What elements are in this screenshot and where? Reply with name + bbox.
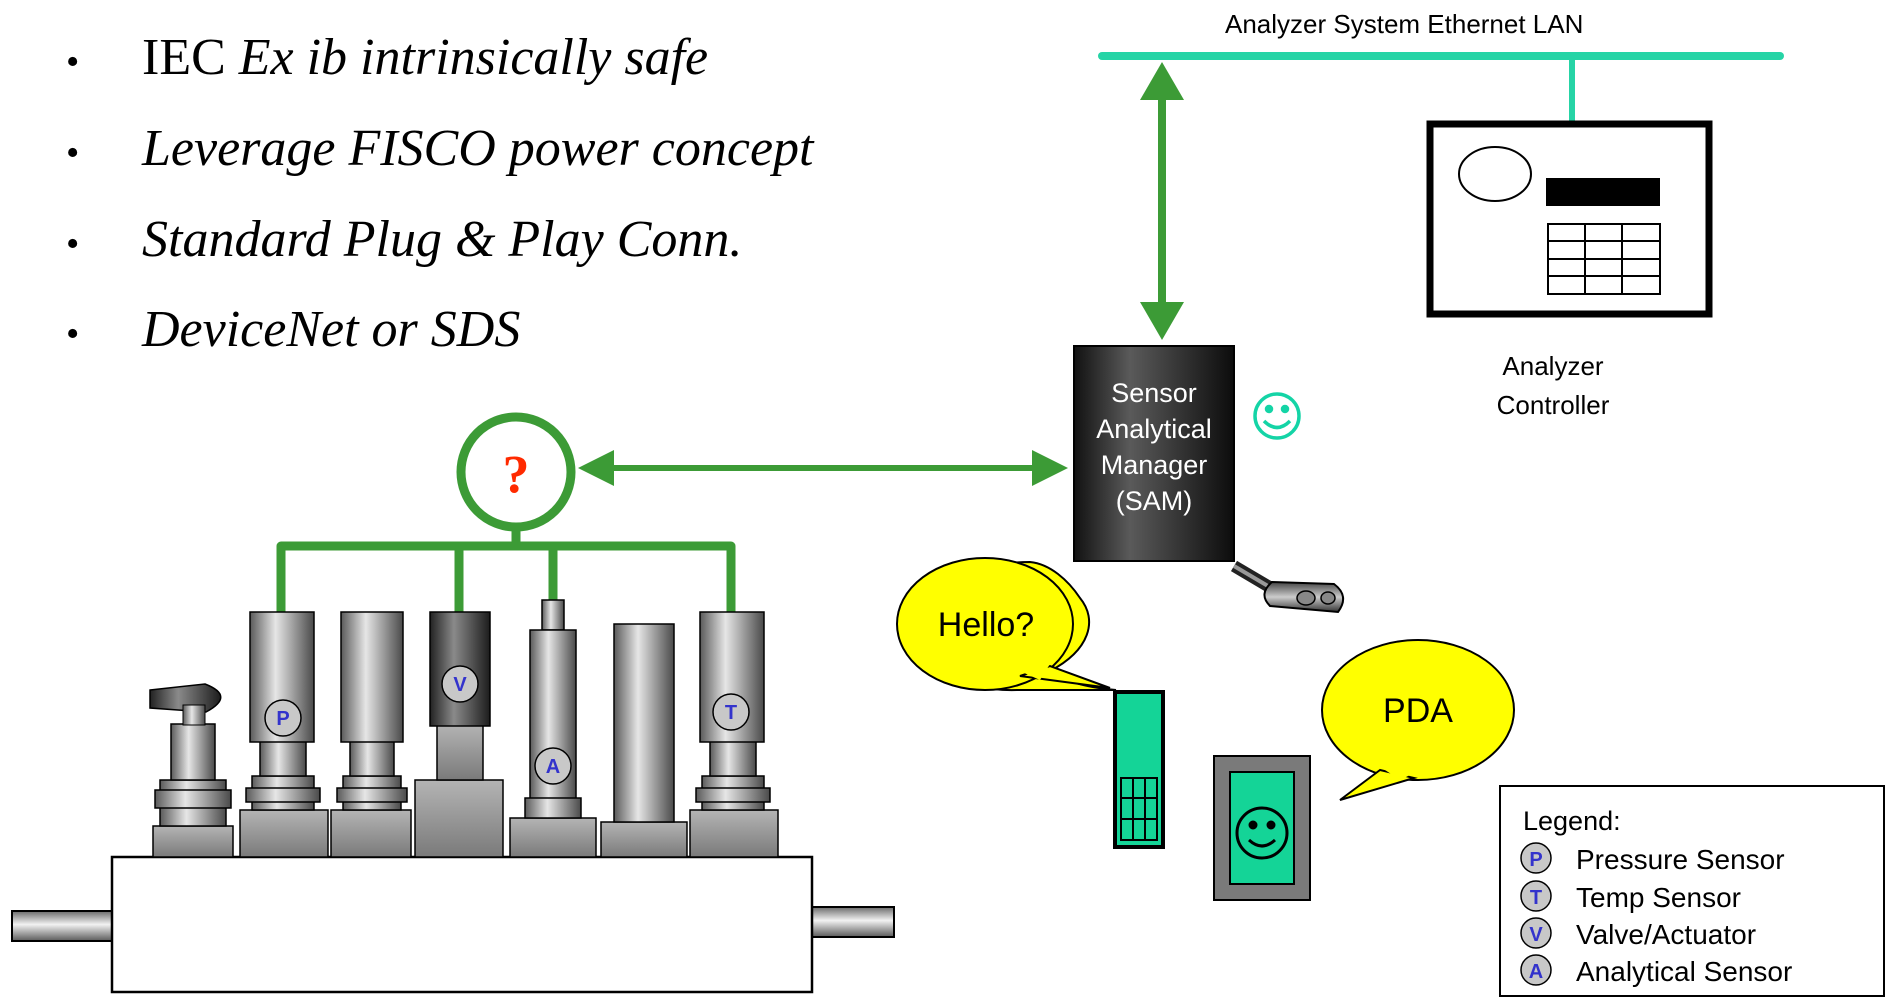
svg-text:V: V xyxy=(453,674,467,696)
bullet-item: • IEC Ex ib intrinsically safe xyxy=(66,29,708,86)
legend-item-label: Temp Sensor xyxy=(1576,882,1741,913)
sensor-bus xyxy=(276,528,736,612)
legend-item: T Temp Sensor xyxy=(1520,880,1741,913)
analytical-sensor xyxy=(524,599,582,819)
controller-display-circle xyxy=(1458,146,1532,202)
legend: Legend: P Pressure Sensor T Temp Sensor … xyxy=(1499,785,1885,997)
unknown-connection-node: ? xyxy=(456,412,576,532)
svg-text:•: • xyxy=(66,313,79,355)
legend-title: Legend: xyxy=(1523,806,1621,836)
svg-text:P: P xyxy=(1529,849,1542,871)
bullet-italic-text: DeviceNet or SDS xyxy=(141,301,520,358)
svg-text:A: A xyxy=(1529,961,1543,983)
legend-item: P Pressure Sensor xyxy=(1520,842,1785,875)
bullet-list: • IEC Ex ib intrinsically safe • Leverag… xyxy=(66,29,815,358)
inlet-pipe xyxy=(11,910,113,942)
temp-sensor-badge: T xyxy=(712,693,750,731)
hello-callout: Hello? xyxy=(896,557,1117,692)
hello-callout-text: Hello? xyxy=(938,606,1034,644)
pda-callout: PDA xyxy=(1321,639,1515,801)
svg-text:•: • xyxy=(66,132,79,174)
sam-label-line: Manager xyxy=(1101,450,1208,480)
analytical-sensor-badge: A xyxy=(534,747,572,785)
manifold-assembly: P V A T xyxy=(11,599,895,994)
hand-valve xyxy=(149,683,232,827)
controller-label: Analyzer Controller xyxy=(1497,351,1610,420)
svg-text:V: V xyxy=(1529,924,1543,946)
node-sam-arrow xyxy=(578,450,1068,486)
svg-text:•: • xyxy=(66,223,79,265)
svg-text:A: A xyxy=(546,756,560,778)
bullet-italic-text: Leverage FISCO power concept xyxy=(141,120,815,177)
lan-label: Analyzer System Ethernet LAN xyxy=(1225,9,1583,39)
analyzer-controller xyxy=(1426,120,1713,318)
controller-label-line: Analyzer xyxy=(1502,351,1603,381)
handheld-device xyxy=(1113,690,1165,849)
sam-device: Sensor Analytical Manager (SAM) xyxy=(1073,345,1235,562)
pda-callout-text: PDA xyxy=(1383,692,1453,730)
outlet-pipe xyxy=(811,906,895,938)
legend-item: A Analytical Sensor xyxy=(1520,954,1792,987)
sam-smiley-icon xyxy=(1253,392,1301,440)
svg-text:IEC Ex ib intrinsically safe: IEC Ex ib intrinsically safe xyxy=(142,29,708,86)
legend-item-label: Pressure Sensor xyxy=(1576,844,1785,875)
svg-text:T: T xyxy=(725,702,737,724)
sam-label-line: Sensor xyxy=(1111,378,1197,408)
plain-cylinder xyxy=(336,611,408,811)
pressure-sensor-badge: P xyxy=(264,699,302,737)
valve-sensor-badge: V xyxy=(441,665,479,703)
lan-sam-arrow xyxy=(1140,62,1184,340)
question-mark: ? xyxy=(503,444,530,504)
legend-item: V Valve/Actuator xyxy=(1520,917,1756,950)
controller-label-line: Controller xyxy=(1497,390,1610,420)
bullet-italic-text: Standard Plug & Play Conn. xyxy=(142,211,742,268)
sam-label-line: (SAM) xyxy=(1116,486,1193,516)
bullet-item: • DeviceNet or SDS xyxy=(66,301,520,358)
svg-text:P: P xyxy=(276,708,289,730)
legend-item-label: Analytical Sensor xyxy=(1576,956,1792,987)
pda-smiley-icon xyxy=(1235,806,1289,860)
legend-item-label: Valve/Actuator xyxy=(1576,919,1756,950)
svg-text:•: • xyxy=(66,41,79,83)
controller-display-bar xyxy=(1546,178,1660,206)
bullet-italic-text: Ex ib intrinsically safe xyxy=(238,29,708,86)
svg-text:T: T xyxy=(1530,887,1542,909)
manifold-body xyxy=(110,855,814,994)
sam-plug-icon xyxy=(1230,560,1345,614)
sam-label-line: Analytical xyxy=(1096,414,1212,444)
plain-cylinder xyxy=(613,623,675,823)
pda-device xyxy=(1213,755,1311,901)
bullet-plain-text: IEC xyxy=(142,29,239,86)
controller-keypad xyxy=(1547,223,1661,295)
bullet-item: • Standard Plug & Play Conn. xyxy=(66,211,742,268)
bullet-item: • Leverage FISCO power concept xyxy=(66,120,815,177)
